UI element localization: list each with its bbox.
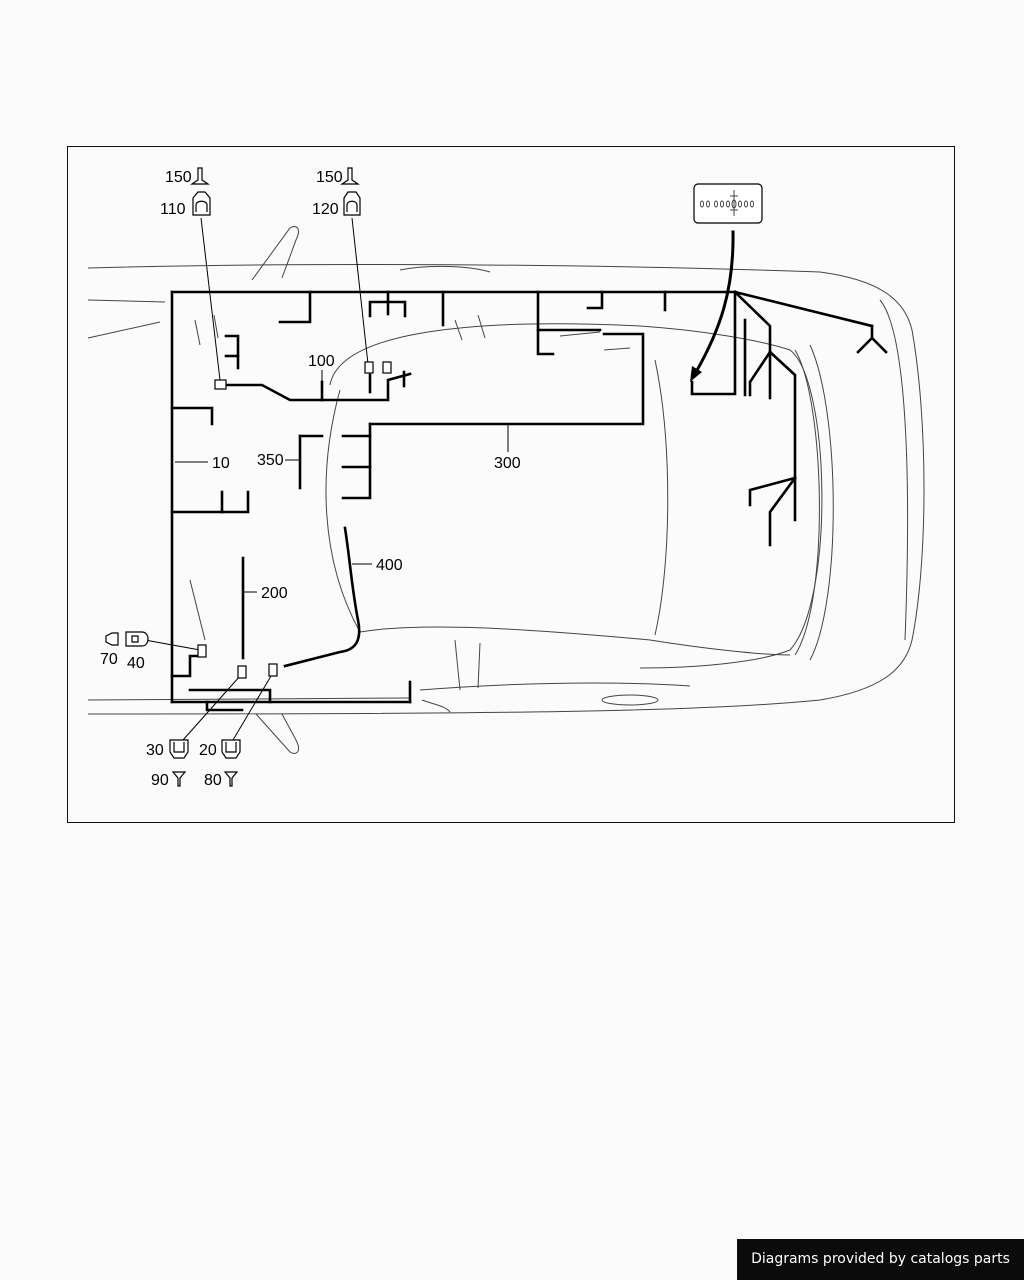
seal-150-icon-b xyxy=(340,167,360,185)
footer-credit: Diagrams provided by catalogs parts xyxy=(737,1239,1024,1280)
connector-120-plug-a xyxy=(364,361,374,374)
routing-arrow xyxy=(693,230,735,375)
callout-80: 80 xyxy=(204,772,222,789)
arrow-head-icon xyxy=(690,366,702,382)
callout-10: 10 xyxy=(212,455,230,472)
callout-100: 100 xyxy=(308,353,335,370)
connector-20-plug xyxy=(268,663,278,677)
callout-90: 90 xyxy=(151,772,169,789)
callout-40: 40 xyxy=(127,655,145,672)
callout-110: 110 xyxy=(160,201,186,218)
callout-70: 70 xyxy=(100,651,118,668)
callout-200: 200 xyxy=(261,585,288,602)
callout-300: 300 xyxy=(494,455,521,472)
inset-connector-detail xyxy=(693,183,763,224)
callout-150-left: 150 xyxy=(165,169,192,186)
vehicle-outline xyxy=(87,226,925,754)
wire-harness xyxy=(170,290,888,712)
callout-150-right: 150 xyxy=(316,169,343,186)
terminal-80-icon xyxy=(223,771,239,787)
leader-lines xyxy=(144,217,509,741)
callout-400: 400 xyxy=(376,557,403,574)
connector-30-plug xyxy=(237,665,247,679)
callout-30: 30 xyxy=(146,742,164,759)
inline-connectors xyxy=(197,361,392,679)
terminal-70-icon xyxy=(105,632,119,646)
callout-20: 20 xyxy=(199,742,217,759)
callout-120: 120 xyxy=(312,201,339,218)
callout-labels: 150 110 150 120 100 10 350 300 400 200 7… xyxy=(100,169,521,789)
connector-120-plug-b xyxy=(382,361,392,374)
connector-110-plug xyxy=(214,379,227,390)
callout-350: 350 xyxy=(257,452,284,469)
seal-150-icon-a xyxy=(190,167,210,185)
terminal-90-icon xyxy=(171,771,187,787)
connector-symbols xyxy=(105,167,361,787)
connector-40-plug xyxy=(197,644,207,658)
